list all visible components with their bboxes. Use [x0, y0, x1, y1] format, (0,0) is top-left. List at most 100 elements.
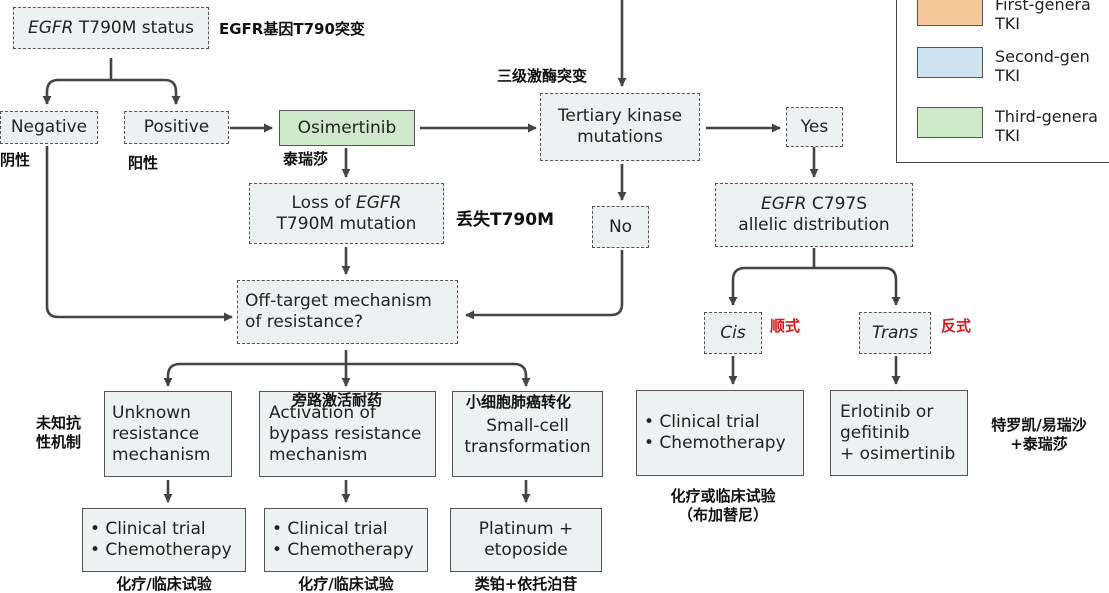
bypass-mechanism-box: Activation of bypass resistance mechanis… — [259, 391, 436, 477]
cis-tx-annotation: 化疗或临床试验 （布加替尼） — [648, 487, 798, 525]
unknown-tx-line-1: • Clinical trial — [90, 519, 206, 539]
trans-label: Trans — [871, 322, 919, 343]
unknown-annotation-line-1: 未知抗 — [36, 414, 82, 432]
c797s-gene: EGFR — [760, 194, 807, 214]
bypass-tx-line-2: • Chemotherapy — [272, 540, 414, 560]
negative-annotation: 阴性 — [0, 151, 31, 169]
cis-annotation: 顺式 — [770, 317, 801, 335]
cis-tx-line-1: • Clinical trial — [644, 412, 760, 432]
bypass-line-3: mechanism — [269, 444, 368, 465]
arrow-negative-to-offtarget — [45, 146, 233, 322]
arrow-to-unknown — [163, 362, 346, 387]
no-label: No — [608, 216, 633, 237]
loss-t790m-box: Loss of EGFR T790M mutation — [249, 183, 444, 244]
negative-box: Negative — [0, 111, 98, 144]
trans-box: Trans — [859, 312, 931, 354]
trans-tx-line-2: gefitinib — [840, 422, 910, 443]
bypass-tx-line-1: • Clinical trial — [272, 519, 388, 539]
status-rest: T790M status — [73, 17, 195, 38]
positive-annotation: 阳性 — [128, 154, 159, 172]
c797s-box: EGFR C797S allelic distribution — [715, 183, 913, 247]
bypass-tx-annotation: 化疗/临床试验 — [298, 575, 394, 593]
yes-box: Yes — [786, 107, 843, 147]
unknown-line-3: mechanism — [112, 444, 211, 465]
unknown-line-1: Unknown — [112, 402, 191, 423]
sclc-line-2: transformation — [464, 437, 591, 457]
unknown-mechanism-box: Unknown resistance mechanism — [104, 391, 232, 477]
loss-gene: EGFR — [355, 192, 402, 213]
legend-swatch-second-gen — [917, 47, 983, 78]
no-box: No — [592, 206, 649, 248]
arrow-to-negative — [42, 78, 111, 105]
arrow-to-trans — [814, 266, 901, 306]
osimertinib-annotation: 泰瑞莎 — [283, 150, 329, 168]
legend-label-third-gen: Third-genera — [995, 107, 1098, 126]
cis-tx-annotation-line-1: 化疗或临床试验 — [670, 487, 776, 505]
cis-box: Cis — [704, 312, 762, 354]
legend-box: First-genera TKI Second-gen TKI Third-ge… — [896, 0, 1109, 163]
unknown-line-2: resistance — [112, 423, 200, 444]
legend-item-first-gen: First-genera TKI — [917, 0, 1091, 33]
legend-item-second-gen: Second-gen TKI — [917, 47, 1090, 85]
positive-label: Positive — [143, 117, 210, 137]
sclc-annotation: 小细胞肺癌转化 — [466, 393, 572, 411]
cis-tx-annotation-line-2: （布加替尼） — [677, 506, 768, 524]
bypass-line-2: bypass resistance — [269, 423, 422, 444]
negative-label: Negative — [10, 117, 88, 137]
sclc-tx-annotation: 类铂+依托泊苷 — [474, 575, 578, 593]
tertiary-kinase-box: Tertiary kinase mutations — [540, 93, 700, 161]
legend-label-third-gen-2: TKI — [995, 126, 1020, 145]
offtarget-line-2: of resistance? — [245, 312, 363, 332]
sclc-transformation-box: Small-cell transformation — [452, 391, 603, 477]
trans-tx-annotation: 特罗凯/易瑞沙 +泰瑞莎 — [975, 416, 1103, 454]
off-target-box: Off-target mechanism of resistance? — [237, 280, 458, 344]
legend-swatch-first-gen — [917, 0, 983, 26]
legend-item-third-gen: Third-genera TKI — [917, 107, 1098, 145]
trans-tx-line-3: + osimertinib — [840, 443, 956, 464]
trans-annotation: 反式 — [941, 317, 972, 335]
legend-label-first-gen-2: TKI — [995, 14, 1020, 33]
legend-label-second-gen-2: TKI — [995, 66, 1020, 85]
arrow-to-positive — [111, 78, 181, 105]
unknown-tx-line-2: • Chemotherapy — [90, 540, 232, 560]
offtarget-line-1: Off-target mechanism — [245, 291, 432, 311]
loss-line-2: T790M mutation — [276, 213, 417, 234]
loss-prefix: Loss of — [291, 192, 356, 213]
unknown-annotation: 未知抗 性机制 — [36, 414, 81, 452]
osimertinib-label: Osimertinib — [297, 117, 397, 138]
tertiary-line-2: mutations — [577, 127, 663, 147]
trans-tx-line-1: Erlotinib or — [840, 401, 934, 422]
c797s-rest: C797S — [806, 194, 868, 214]
positive-box: Positive — [124, 111, 229, 144]
loss-annotation: 丢失T790M — [456, 210, 554, 230]
trans-tx-annotation-line-2: +泰瑞莎 — [1010, 435, 1068, 453]
legend-swatch-third-gen — [917, 107, 983, 138]
arrow-no-to-offtarget — [465, 250, 624, 320]
status-annotation: EGFR基因T790突变 — [219, 20, 365, 38]
bypass-annotation: 旁路激活耐药 — [292, 391, 383, 409]
cis-tx-line-2: • Chemotherapy — [644, 433, 786, 453]
c797s-line-2: allelic distribution — [738, 215, 890, 235]
sclc-tx-line-1: Platinum + — [478, 519, 574, 539]
sclc-tx-line-2: etoposide — [484, 540, 568, 560]
trans-tx-annotation-line-1: 特罗凯/易瑞沙 — [991, 416, 1087, 434]
unknown-tx-annotation: 化疗/临床试验 — [116, 575, 212, 593]
bypass-treatment-box: • Clinical trial • Chemotherapy — [264, 508, 428, 572]
tertiary-line-1: Tertiary kinase — [557, 106, 683, 126]
legend-label-first-gen: First-genera — [995, 0, 1091, 14]
yes-label: Yes — [800, 116, 829, 137]
unknown-treatment-box: • Clinical trial • Chemotherapy — [82, 508, 246, 572]
osimertinib-box: Osimertinib — [279, 110, 415, 146]
sclc-line-1: Small-cell — [486, 416, 569, 436]
cis-label: Cis — [720, 322, 746, 343]
legend-label-second-gen: Second-gen — [995, 47, 1090, 66]
unknown-annotation-line-2: 性机制 — [36, 433, 82, 451]
arrow-to-sclc — [346, 362, 531, 387]
tertiary-annotation: 三级激酶突变 — [497, 67, 588, 85]
arrow-to-cis — [728, 266, 814, 306]
trans-treatment-box: Erlotinib or gefitinib + osimertinib — [830, 390, 968, 476]
egfr-t790m-status-box: EGFR T790M status — [13, 7, 209, 49]
sclc-treatment-box: Platinum + etoposide — [450, 508, 602, 572]
